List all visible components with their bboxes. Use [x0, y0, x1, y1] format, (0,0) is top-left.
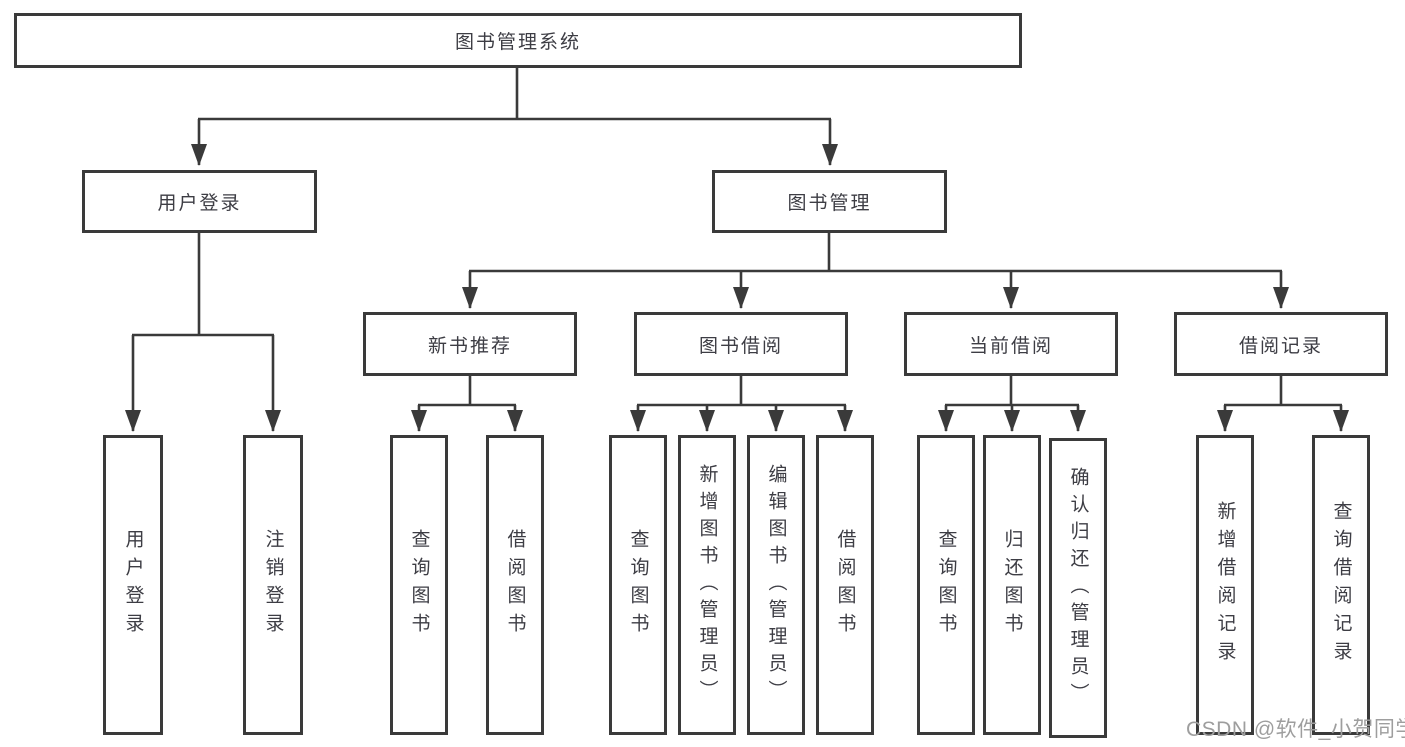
node-book-management: 图书管理	[712, 170, 947, 233]
leaf-borrowing-query-books: 查询图书	[609, 435, 667, 735]
leaf-recommend-borrow-books: 借阅图书	[486, 435, 544, 735]
node-label: 查询借阅记录	[1330, 501, 1352, 669]
leaf-return-books: 归还图书	[983, 435, 1041, 735]
node-label: 当前借阅	[968, 335, 1053, 357]
node-label: 借阅图书	[504, 529, 526, 641]
leaf-current-query-books: 查询图书	[917, 435, 975, 735]
leaf-add-borrow-record: 新增借阅记录	[1196, 435, 1254, 735]
node-book-borrowing: 图书借阅	[634, 312, 848, 376]
node-label: 编辑图书（管理员）	[765, 463, 787, 707]
node-label: 图书管理	[787, 193, 872, 214]
node-label: 新增图书（管理员）	[696, 463, 718, 707]
node-library-management-system: 图书管理系统	[14, 13, 1022, 68]
leaf-add-books-admin: 新增图书（管理员）	[678, 435, 736, 735]
leaf-user-login: 用户登录	[103, 435, 163, 735]
node-label: 用户登录	[157, 193, 242, 214]
leaf-logout: 注销登录	[243, 435, 303, 735]
node-borrowing-records: 借阅记录	[1174, 312, 1388, 376]
leaf-confirm-return-admin: 确认归还（管理员）	[1049, 438, 1107, 738]
node-label: 查询图书	[935, 529, 957, 641]
node-label: 查询图书	[627, 529, 649, 641]
node-label: 确认归还（管理员）	[1067, 466, 1089, 710]
node-user-login: 用户登录	[82, 170, 317, 233]
leaf-recommend-query-books: 查询图书	[390, 435, 448, 735]
leaf-query-borrow-record: 查询借阅记录	[1312, 435, 1370, 735]
node-label: 注销登录	[262, 529, 284, 641]
node-label: 借阅记录	[1238, 335, 1323, 357]
node-label: 新增借阅记录	[1214, 501, 1236, 669]
node-label: 图书借阅	[698, 335, 783, 357]
leaf-borrowing-borrow-books: 借阅图书	[816, 435, 874, 735]
node-label: 归还图书	[1001, 529, 1023, 641]
node-label: 新书推荐	[427, 335, 512, 357]
csdn-watermark: CSDN @软件_小贺同学	[1186, 718, 1405, 741]
node-label: 图书管理系统	[454, 32, 581, 53]
node-new-book-recommend: 新书推荐	[363, 312, 577, 376]
node-label: 查询图书	[408, 529, 430, 641]
node-label: 借阅图书	[834, 529, 856, 641]
node-current-borrowing: 当前借阅	[904, 312, 1118, 376]
leaf-edit-books-admin: 编辑图书（管理员）	[747, 435, 805, 735]
node-label: 用户登录	[122, 529, 144, 641]
